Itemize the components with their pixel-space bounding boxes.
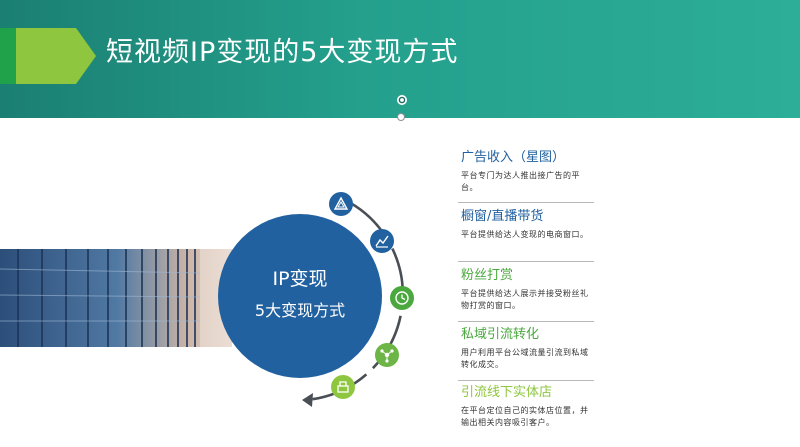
center-title: IP变现 — [272, 268, 328, 290]
item-title: 私域引流转化 — [461, 327, 540, 342]
chart-line-icon — [375, 235, 389, 248]
node-offline-store — [331, 375, 355, 399]
center-circle: IP变现 5大变现方式 — [218, 214, 382, 378]
item-desc: 用户利用平台公域流量引流到私域转化成交。 — [461, 348, 589, 369]
item-title: 粉丝打赏 — [461, 268, 514, 283]
list-item: 私域引流转化 用户利用平台公域流量引流到私域转化成交。 — [461, 327, 596, 371]
list-item: 广告收入（星图） 平台专门为达人推出接广告的平台。 — [461, 150, 596, 194]
node-fan-tipping — [390, 286, 414, 310]
divider — [458, 321, 594, 322]
list-item: 橱窗/直播带货 平台提供给达人变现的电商窗口。 — [461, 209, 596, 241]
building-photo — [0, 249, 232, 347]
item-title: 橱窗/直播带货 — [461, 209, 544, 224]
item-title: 广告收入（星图） — [461, 150, 566, 165]
center-subtitle: 5大变现方式 — [254, 301, 346, 320]
item-desc: 平台提供给达人展示并接受粉丝礼物打赏的窗口。 — [461, 289, 589, 310]
node-ad-income — [329, 192, 353, 216]
list-item: 粉丝打赏 平台提供给达人展示并接受粉丝礼物打赏的窗口。 — [461, 268, 596, 312]
header-banner: 短视频IP变现的5大变现方式 — [0, 0, 800, 118]
item-title: 引流线下实体店 — [461, 385, 553, 400]
refresh-ring-icon — [397, 95, 407, 105]
node-private-traffic — [375, 343, 399, 367]
shop-icon — [337, 381, 349, 393]
connector-dot — [397, 113, 405, 121]
divider — [458, 202, 594, 203]
item-desc: 平台提供给达人变现的电商窗口。 — [461, 230, 589, 239]
node-showcase-live — [370, 229, 394, 253]
divider — [458, 380, 594, 381]
page-title: 短视频IP变现的5大变现方式 — [106, 37, 459, 68]
item-desc: 平台专门为达人推出接广告的平台。 — [461, 171, 580, 192]
triangle-logo-icon — [333, 196, 349, 210]
list-item: 引流线下实体店 在平台定位自己的实体店位置，并输出相关内容吸引客户。 — [461, 385, 596, 429]
clock-icon — [395, 291, 409, 305]
item-desc: 在平台定位自己的实体店位置，并输出相关内容吸引客户。 — [461, 406, 589, 427]
divider — [458, 261, 594, 262]
header-arrow-tab — [0, 28, 96, 84]
network-icon — [380, 349, 394, 363]
